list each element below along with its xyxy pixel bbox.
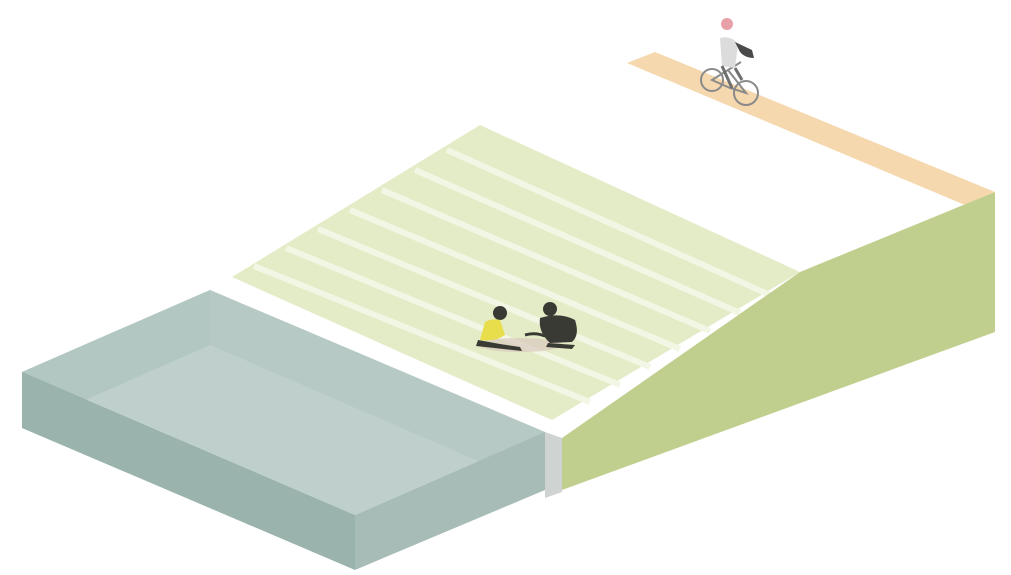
channel-wall bbox=[545, 432, 562, 498]
